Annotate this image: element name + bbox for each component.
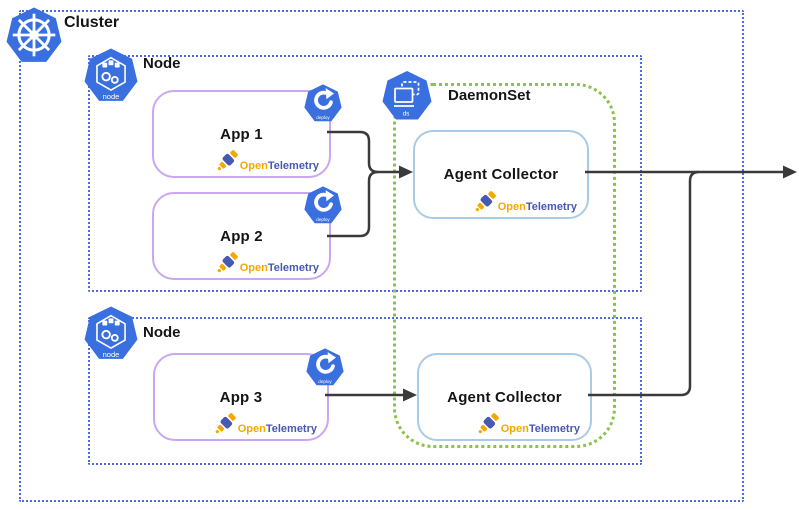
- agent-collector-1-title: Agent Collector: [443, 166, 559, 183]
- opentelemetry-telescope-icon: [217, 150, 238, 171]
- deploy-icon-app-2: deploy: [304, 185, 342, 225]
- ot-logo-telemetry: Telemetry: [265, 423, 317, 435]
- node-2-badge: node: [103, 350, 120, 359]
- ot-logo-open: Open: [239, 262, 268, 274]
- app-1-box: App 1 OpenTelemetry: [152, 90, 331, 178]
- opentelemetry-telescope-icon: [217, 252, 238, 273]
- agent-collector-1-box: Agent Collector OpenTelemetry: [413, 130, 589, 219]
- deploy-badge: deploy: [316, 217, 330, 222]
- ot-logo-telemetry: Telemetry: [267, 160, 319, 172]
- opentelemetry-logo: OpenTelemetry: [214, 250, 319, 274]
- daemonset-badge: ds: [403, 111, 411, 118]
- app-2-box: App 2 OpenTelemetry: [152, 192, 331, 280]
- node-1-label: Node: [143, 55, 181, 72]
- node-2-icon: node: [84, 305, 138, 361]
- node-2-label: Node: [143, 324, 181, 341]
- node-1-icon: node: [84, 47, 138, 103]
- ot-logo-open: Open: [239, 160, 268, 172]
- daemonset-label: DaemonSet: [448, 87, 531, 104]
- app-1-title: App 1: [220, 125, 263, 143]
- node-1-badge: node: [103, 92, 120, 101]
- app-3-title: App 3: [219, 388, 263, 406]
- opentelemetry-telescope-icon: [478, 413, 499, 434]
- cluster-label: Cluster: [64, 14, 120, 31]
- arrowhead-export: [783, 165, 797, 179]
- daemonset-icon: ds: [382, 69, 432, 122]
- opentelemetry-logo: OpenTelemetry: [472, 189, 577, 213]
- ot-logo-open: Open: [500, 423, 529, 435]
- ot-logo-open: Open: [237, 423, 266, 435]
- ot-logo-telemetry: Telemetry: [528, 423, 580, 435]
- opentelemetry-telescope-icon: [475, 191, 496, 212]
- ot-logo-telemetry: Telemetry: [267, 262, 319, 274]
- agent-collector-2-box: Agent Collector OpenTelemetry: [417, 353, 592, 441]
- opentelemetry-logo: OpenTelemetry: [212, 411, 317, 435]
- deploy-icon-app-3: deploy: [306, 347, 344, 387]
- kubernetes-cluster-icon: [6, 6, 62, 64]
- opentelemetry-telescope-icon: [215, 413, 236, 434]
- ot-logo-telemetry: Telemetry: [525, 201, 577, 213]
- app-2-title: App 2: [220, 227, 263, 245]
- deploy-icon-app-1: deploy: [304, 83, 342, 123]
- opentelemetry-logo: OpenTelemetry: [475, 411, 580, 435]
- deploy-badge: deploy: [316, 115, 330, 120]
- opentelemetry-logo: OpenTelemetry: [214, 148, 319, 172]
- app-3-box: App 3 OpenTelemetry: [153, 353, 329, 441]
- ot-logo-open: Open: [497, 201, 526, 213]
- deploy-badge: deploy: [318, 379, 332, 384]
- cluster-boundary: [19, 10, 744, 502]
- agent-collector-2-title: Agent Collector: [447, 388, 562, 406]
